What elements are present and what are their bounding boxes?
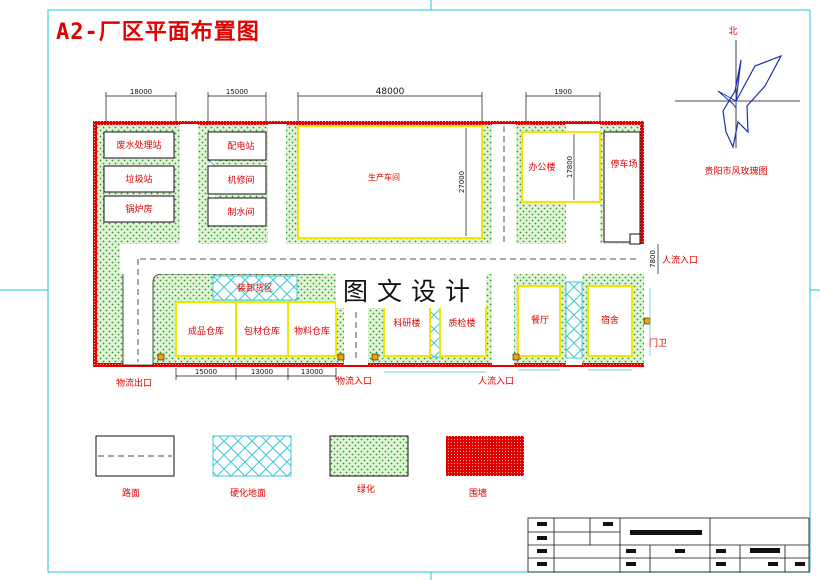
dim-top-4: 1900 xyxy=(554,88,572,96)
dim-workshop-depth: 27000 xyxy=(458,171,466,193)
road-south-2 xyxy=(492,270,514,365)
building-dorm xyxy=(587,285,633,357)
building-qc xyxy=(439,305,487,357)
building-parking xyxy=(603,131,641,243)
wall-left xyxy=(93,121,97,367)
gate-post xyxy=(643,317,651,325)
wall-right xyxy=(640,121,644,245)
dim-top-1: 18000 xyxy=(130,88,152,96)
label-wastewater: 废水处理站 xyxy=(116,139,161,151)
label-workshop: 生产车间 xyxy=(368,172,400,182)
warehouse-block xyxy=(175,301,337,357)
label-people-entry-right: 人流入口 xyxy=(662,254,698,266)
wind-rose-caption: 贵阳市风玫瑰图 xyxy=(704,165,767,177)
label-loading: 装卸货区 xyxy=(237,282,273,294)
wall-top xyxy=(96,121,644,125)
label-materials: 物料仓库 xyxy=(294,325,330,337)
building-water xyxy=(207,197,267,227)
wind-rose: 北 贵阳市风玫瑰图 xyxy=(675,26,800,177)
label-office: 办公楼 xyxy=(528,161,555,173)
dim-bottom-3: 13000 xyxy=(301,368,323,376)
road-north-2 xyxy=(268,124,286,248)
label-people-entry-bottom: 人流入口 xyxy=(478,375,514,387)
guard-booth xyxy=(629,233,641,245)
dim-office-depth: 17800 xyxy=(566,156,574,178)
label-garbage: 垃圾站 xyxy=(125,173,152,185)
label-water: 制水间 xyxy=(227,206,254,218)
wall-bottom xyxy=(96,363,644,367)
title-block-marks xyxy=(537,522,805,566)
building-canteen xyxy=(517,285,561,357)
gate-post xyxy=(337,353,345,361)
legend-paving-swatch xyxy=(212,435,292,477)
label-research: 科研楼 xyxy=(393,317,420,329)
road-north-1 xyxy=(180,124,198,248)
building-office xyxy=(521,131,601,203)
building-wastewater xyxy=(103,131,175,159)
building-repair xyxy=(207,165,267,195)
legend-wall-label: 围墙 xyxy=(469,487,487,499)
gate-post xyxy=(157,353,165,361)
label-power: 配电站 xyxy=(227,140,254,152)
north-label: 北 xyxy=(728,26,737,37)
label-qc: 质检楼 xyxy=(448,317,475,329)
gate-post xyxy=(512,353,520,361)
label-dorm: 宿舍 xyxy=(601,314,619,326)
building-research xyxy=(383,305,431,357)
dim-top-2: 15000 xyxy=(226,88,248,96)
dim-top-3: 48000 xyxy=(376,87,405,97)
label-logistics-exit: 物流出口 xyxy=(116,377,152,389)
label-canteen: 餐厅 xyxy=(531,314,549,326)
label-guard: 门卫 xyxy=(649,337,667,349)
legend-wall-swatch xyxy=(446,436,524,476)
building-boiler xyxy=(103,195,175,223)
label-boiler: 锅炉房 xyxy=(125,203,152,215)
label-repair: 机修间 xyxy=(227,174,254,186)
label-finished-goods: 成品仓库 xyxy=(188,325,224,337)
paved-strip xyxy=(565,281,583,359)
label-logistics-entry: 物流入口 xyxy=(336,375,372,387)
legend-green-swatch xyxy=(329,435,409,477)
paved-loading-area xyxy=(212,275,298,301)
watermark-text: 图文设计 xyxy=(336,272,486,308)
legend-road-label: 路面 xyxy=(122,487,140,499)
dim-bottom-2: 13000 xyxy=(251,368,273,376)
label-parking: 停车场 xyxy=(610,158,637,170)
legend-green-label: 绿化 xyxy=(357,483,375,495)
dimension-lines-bottom xyxy=(175,368,337,380)
legend: 路面 硬化地面 绿化 围墙 xyxy=(95,435,524,499)
building-garbage xyxy=(103,165,175,193)
label-packaging: 包材仓库 xyxy=(244,325,280,337)
dimension-lines-top xyxy=(105,92,601,122)
title-block xyxy=(527,517,810,573)
dim-road-width: 7800 xyxy=(649,250,657,268)
building-workshop xyxy=(297,125,483,239)
legend-paving-label: 硬化地面 xyxy=(230,487,266,499)
drawing-frame xyxy=(47,9,811,573)
cyan-dimension-marks xyxy=(384,288,651,373)
dim-bottom-1: 15000 xyxy=(195,368,217,376)
building-power xyxy=(207,131,267,161)
gate-post xyxy=(371,353,379,361)
drawing-title: A2-厂区平面布置图 xyxy=(56,20,260,45)
